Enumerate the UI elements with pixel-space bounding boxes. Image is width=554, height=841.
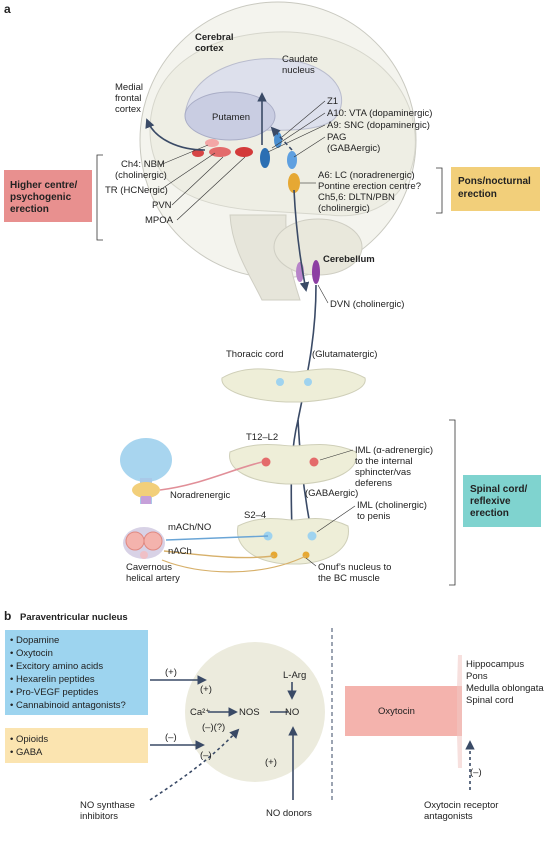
label-mpoa: MPOA [145,215,174,226]
inhibitor-item: • Opioids [10,734,48,745]
inhibitor-item: • GABA [10,747,43,758]
panel-b-title: Paraventricular nucleus [20,612,128,623]
label-nach: nACh [168,546,192,557]
oxytocin-targets: Hippocampus Pons Medulla oblongata Spina… [466,659,544,706]
label-no: NO [285,707,299,718]
label-mach-no: mACh/NO [168,522,211,533]
label-l-arg: L-Arg [283,670,306,681]
target-item: Medulla oblongata [466,683,544,694]
oxytocin-funnel [457,655,462,768]
bladder-illustration [120,438,172,504]
target-item: Hippocampus [466,659,524,670]
t12-l2-cord [230,445,357,485]
label-ch4-nbm: Ch4: NBM (cholinergic) [115,159,167,181]
stimulator-item: • Cannabinoid antagonists? [10,700,126,711]
label-gabaergic-spinal: (GABAergic) [305,488,358,499]
sign-plus-no-donors: (+) [265,757,277,768]
sign-minus-nos-inhib: (–) [200,750,212,761]
label-ca: Ca²⁺ [190,707,210,718]
stimulator-item: • Dopamine [10,635,59,646]
label-medial-frontal-cortex: Medial frontal cortex [115,82,146,115]
label-no-donors: NO donors [266,808,312,819]
panel-a-letter: a [4,2,11,16]
label-putamen: Putamen [212,112,250,123]
label-cerebellum: Cerebellum [323,254,375,265]
label-tr: TR (HCNergic) [105,185,168,196]
label-glutamatergic: (Glutamatergic) [312,349,377,360]
label-noradrenergic: Noradrenergic [170,490,230,501]
bracket-spinal [449,420,455,585]
label-z1: Z1 [327,96,338,107]
label-iml-adrenergic: IML (α-adrenergic) to the internal sphin… [355,445,436,489]
label-a9-snc: A9: SNC (dopaminergic) [327,120,430,131]
sign-minus-antagonists: (–) [470,767,482,778]
panel-b-letter: b [4,609,11,623]
stimulator-item: • Hexarelin peptides [10,674,95,685]
sign-plus-stim: (+) [165,667,177,678]
label-nos: NOS [239,707,260,718]
label-iml-cholinergic: IML (cholinergic) to penis [357,500,430,522]
label-oxytocin-antagonists: Oxytocin receptor antagonists [424,800,501,822]
label-oxytocin: Oxytocin [378,706,415,717]
label-a10-vta: A10: VTA (dopaminergic) [327,108,432,119]
label-t12-l2: T12–L2 [246,432,278,443]
label-dvn: DVN (cholinergic) [330,299,404,310]
bracket-higher-centre [97,155,103,240]
stimulator-item: • Excitory amino acids [10,661,103,672]
stimulator-item: • Oxytocin [10,648,53,659]
label-nos-inhibitors: NO synthase inhibitors [80,800,138,822]
label-cavernous: Cavernous helical artery [126,562,180,584]
target-item: Pons [466,671,488,682]
sign-minus-inhib: (–) [165,732,177,743]
sign-plus-ca: (+) [200,684,212,695]
label-pvn: PVN [152,200,172,211]
target-item: Spinal cord [466,695,514,706]
stimulator-item: • Pro-VEGF peptides [10,687,99,698]
cavernous-illustration [123,527,165,559]
label-s2-4: S2–4 [244,510,266,521]
sign-minus-q: (–)(?) [202,722,225,733]
label-thoracic-cord: Thoracic cord [226,349,284,360]
thoracic-cord [222,369,365,402]
label-onuf: Onuf’s nucleus to the BC muscle [318,562,394,584]
bracket-pons [436,168,442,213]
